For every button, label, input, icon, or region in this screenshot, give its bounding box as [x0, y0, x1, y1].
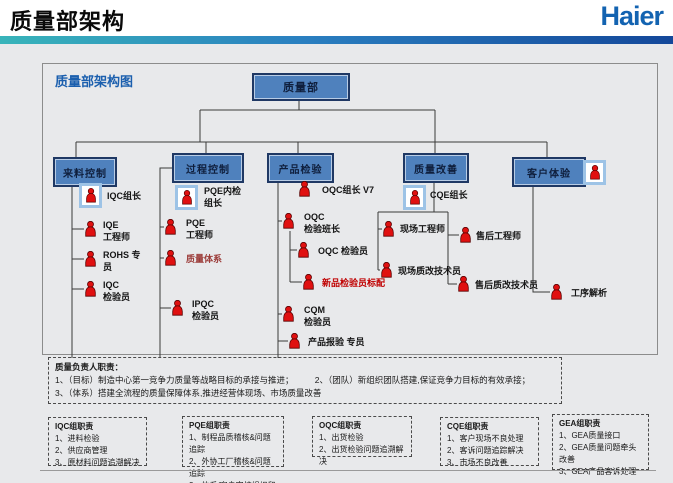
dept-box-incoming-control: 来料控制 — [53, 157, 117, 187]
member-label: OQC 检验班长 — [304, 212, 341, 234]
responsibilities-line: 3、（体系）搭建全流程的质量保障体系,推进经营体现场、市场质量改善 — [55, 388, 322, 399]
group-box-oqc: OQC组职责 1、出货检验 2、出货检验问题追溯解决 — [312, 416, 412, 466]
person-icon — [409, 190, 420, 205]
group-line: 1、客户现场不良处理 — [447, 434, 524, 443]
person-icon — [457, 276, 470, 292]
person-icon — [84, 221, 97, 237]
group-line: 3、市场不良改善 — [447, 458, 508, 467]
group-line: 2、供应商管理 — [55, 446, 108, 455]
member-label: 售后工程师 — [476, 231, 522, 241]
person-icon — [459, 227, 472, 243]
group-title: PQE组职责 — [189, 421, 230, 430]
member-label: 新品检验员标配 — [322, 278, 386, 288]
group-box-iqc: IQC组职责 1、进料检验 2、供应商管理 3、原材料问题追溯解决 — [48, 417, 147, 467]
person-icon — [382, 221, 395, 237]
person-icon — [297, 242, 310, 258]
person-icon-selected-frame — [79, 183, 102, 208]
person-icon-selected-frame — [403, 185, 426, 210]
dept-box-quality-improvement: 质量改善 — [403, 153, 469, 183]
person-icon — [380, 262, 393, 278]
bottom-rule — [40, 470, 656, 471]
member-label: IPQC 检验员 — [192, 299, 220, 321]
slide-header: 质量部架构 Haier — [0, 0, 673, 36]
person-icon — [164, 250, 177, 266]
responsibilities-box: 质量负责人职责： 1、（目标）制造中心第一竞争力质量等战略目标的承接与推进； 2… — [48, 357, 562, 404]
page-title: 质量部架构 — [10, 9, 126, 34]
dept-box-customer-experience: 客户体验 — [512, 157, 586, 187]
person-icon — [288, 333, 301, 349]
group-title: OQC组职责 — [319, 421, 362, 430]
person-icon — [181, 190, 192, 205]
member-label: CQE组长 — [430, 190, 468, 200]
member-label: IQE 工程师 — [103, 220, 131, 242]
group-box-pqe: PQE组职责 1、制程品质稽核&问题追踪 2、外协工厂稽核&问题追踪 3、体系/… — [182, 416, 284, 483]
group-line: 1、GEA质量接口 — [559, 431, 621, 440]
group-title: GEA组职责 — [559, 419, 601, 428]
member-label: OQC 检验员 — [318, 246, 369, 256]
group-line: 2、GEA质量问题牵头改善 — [559, 443, 637, 464]
member-label: PQE内检 组长 — [204, 186, 242, 208]
member-label: 工序解析 — [571, 288, 608, 298]
person-icon — [85, 188, 96, 203]
group-line: 2、出货检验问题追溯解决 — [319, 445, 404, 466]
group-title: IQC组职责 — [55, 422, 94, 431]
member-label: OQC组长 V7 — [322, 185, 375, 195]
diagram-frame — [42, 63, 658, 355]
group-line: 2、外协工厂稽核&问题追踪 — [189, 457, 271, 478]
person-icon — [282, 213, 295, 229]
group-title: CQE组职责 — [447, 422, 489, 431]
person-icon-selected-frame — [583, 160, 606, 185]
group-line: 3、原材料问题追溯解决 — [55, 458, 140, 467]
accent-bar — [0, 36, 673, 44]
person-icon — [589, 165, 600, 180]
person-icon — [164, 219, 177, 235]
member-label: IQC组长 — [107, 191, 142, 201]
diagram-title: 质量部架构图 — [55, 74, 134, 89]
group-line: 1、进料检验 — [55, 434, 100, 443]
member-label: IQC 检验员 — [103, 280, 131, 302]
group-line: 3、体系/客户审核组织和跟踪 — [189, 480, 277, 483]
member-label: 现场质改技术员 — [398, 266, 462, 276]
person-icon — [84, 251, 97, 267]
member-label: 售后质改技术员 — [475, 280, 539, 290]
group-box-cqe: CQE组职责 1、客户现场不良处理 2、客诉问题追踪解决 3、市场不良改善 — [440, 417, 539, 467]
dept-box-process-control: 过程控制 — [172, 153, 244, 183]
responsibilities-title: 质量负责人职责： — [55, 362, 124, 372]
member-label: PQE 工程师 — [186, 218, 214, 240]
dept-box-product-inspection: 产品检验 — [267, 153, 334, 183]
member-label: 现场工程师 — [400, 224, 446, 234]
responsibilities-line: 1、（目标）制造中心第一竞争力质量等战略目标的承接与推进； 2、（团队）新组织团… — [55, 375, 531, 386]
member-label: 产品报验 专员 — [308, 337, 365, 347]
group-line: 1、制程品质稽核&问题追踪 — [189, 433, 271, 454]
group-line: 1、出货检验 — [319, 433, 364, 442]
group-box-gea: GEA组职责 1、GEA质量接口 2、GEA质量问题牵头改善 3、GEA产品客诉… — [552, 414, 649, 476]
person-icon-selected-frame — [175, 185, 198, 210]
person-icon — [550, 284, 563, 300]
person-icon — [171, 300, 184, 316]
member-label: CQM 检验员 — [304, 305, 332, 327]
group-line: 2、客诉问题追踪解决 — [447, 446, 524, 455]
member-label: 质量体系 — [186, 254, 223, 264]
group-line: 3、GEA产品客诉处理 — [559, 467, 637, 476]
root-box: 质量部 — [252, 73, 350, 101]
person-icon — [282, 306, 295, 322]
member-label: ROHS 专 员 — [103, 250, 141, 272]
haier-logo: Haier — [600, 1, 664, 31]
person-icon — [302, 274, 315, 290]
person-icon — [298, 181, 311, 197]
person-icon — [84, 281, 97, 297]
